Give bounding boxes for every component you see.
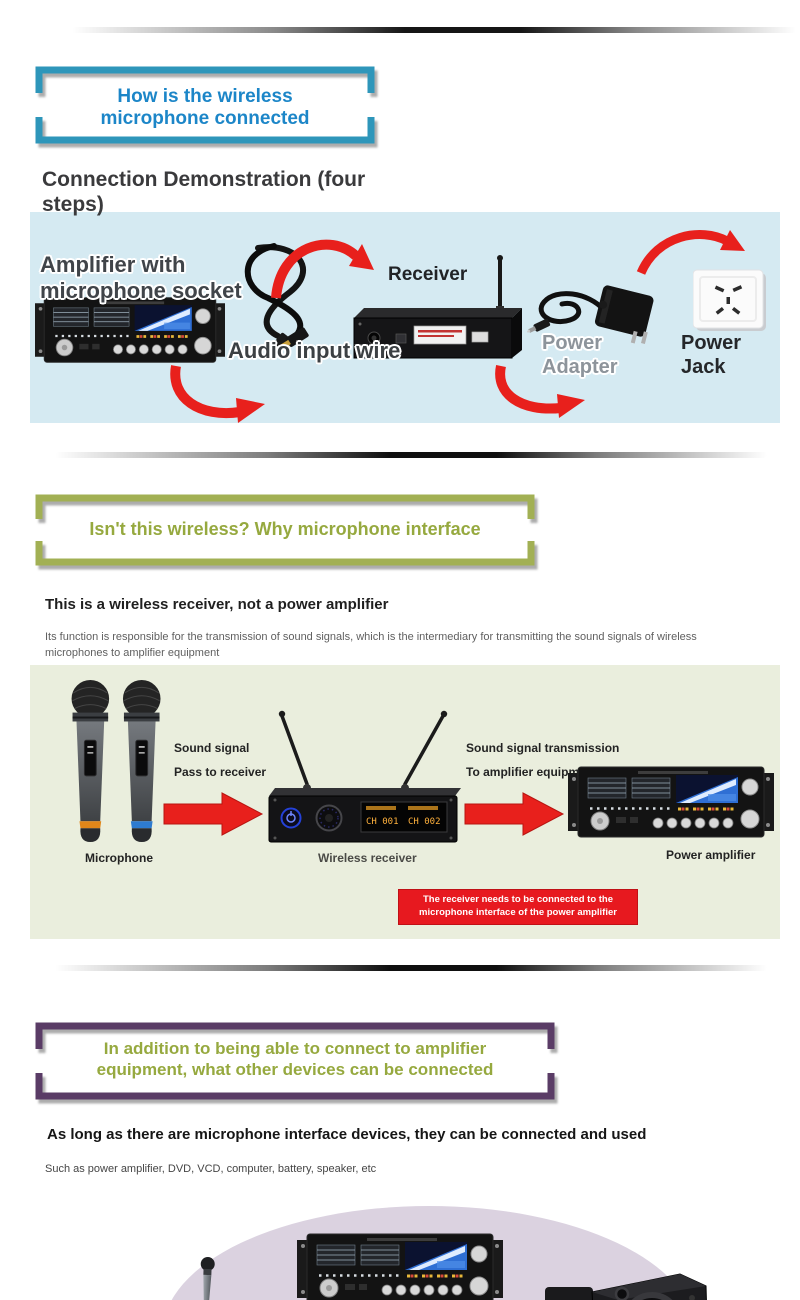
section-divider-line [55, 452, 767, 458]
audio-cable-image [244, 243, 309, 360]
wireless-receiver-label: Wireless receiver [318, 851, 417, 865]
microphone-label: Microphone [85, 851, 153, 865]
amplifier-image [35, 294, 225, 366]
bottom-amplifier-image [297, 1230, 503, 1300]
curved-arrow-icon [495, 364, 585, 418]
purple-bracket-frame [35, 1022, 555, 1100]
audio-wire-label: Audio input wire [228, 338, 401, 363]
small-speaker-image [545, 1287, 593, 1300]
receiver-display-ch1: CH 001 [366, 817, 399, 827]
curved-arrow-icon [271, 239, 374, 299]
bottom-microphone-image [200, 1257, 215, 1300]
curved-arrow-icon [170, 365, 265, 423]
power-jack-image [693, 269, 766, 331]
wireless-receiver-image: CH 001 CH 002 [268, 710, 461, 843]
power-amplifier-image [568, 763, 774, 841]
curved-arrow-icon [636, 230, 745, 275]
speaker-image [591, 1273, 707, 1300]
flow2-line1: Sound signal transmission [466, 741, 620, 755]
receiver-display-ch2: CH 002 [408, 817, 441, 827]
section3-title-box: In addition to being able to connect to … [35, 1022, 555, 1100]
block-arrow-icon [163, 792, 264, 836]
power-adapter-label: Power Adapter [542, 332, 618, 378]
power-amplifier-label: Power amplifier [666, 848, 756, 862]
section3-title: In addition to being able to connect to … [96, 1039, 494, 1080]
flow2-line2: To amplifier equipment [466, 765, 598, 779]
section2-title: Isn't this wireless? Why microphone inte… [89, 519, 481, 539]
section1-title-box: How is the wireless microphone connected [35, 66, 375, 144]
receiver-connection-banner: The receiver needs to be connected to th… [398, 889, 638, 925]
signal-flow-panel: Microphone Sound signal Pass to receiver… [30, 665, 780, 939]
block-arrow-icon [464, 792, 565, 836]
receiver-image [353, 255, 522, 359]
section3-description: Such as power amplifier, DVD, VCD, compu… [45, 1163, 377, 1175]
teal-bracket-frame [35, 66, 375, 144]
power-adapter-image [526, 285, 654, 344]
olive-bracket-frame [35, 494, 535, 566]
amplifier-label: Amplifier with microphone socket [40, 252, 242, 303]
section2-subtitle: This is a wireless receiver, not a power… [45, 596, 389, 613]
top-divider-line [72, 27, 796, 33]
flow1-line2: Pass to receiver [174, 765, 267, 779]
section1-heading: Connection Demonstration (four steps) [42, 168, 366, 216]
section-divider-line [55, 965, 767, 971]
microphones-image [71, 679, 161, 843]
section3-subtitle: As long as there are microphone interfac… [47, 1126, 647, 1143]
section2-description: Its function is responsible for the tran… [45, 631, 697, 659]
flow1-line1: Sound signal [174, 741, 250, 755]
receiver-label: Receiver [388, 264, 468, 285]
connection-demo-panel: Amplifier with microphone socket Audio i… [30, 212, 780, 423]
power-jack-label: Power Jack [681, 332, 742, 378]
section2-title-box: Isn't this wireless? Why microphone inte… [35, 494, 535, 566]
section1-title: How is the wireless microphone connected [100, 86, 310, 130]
